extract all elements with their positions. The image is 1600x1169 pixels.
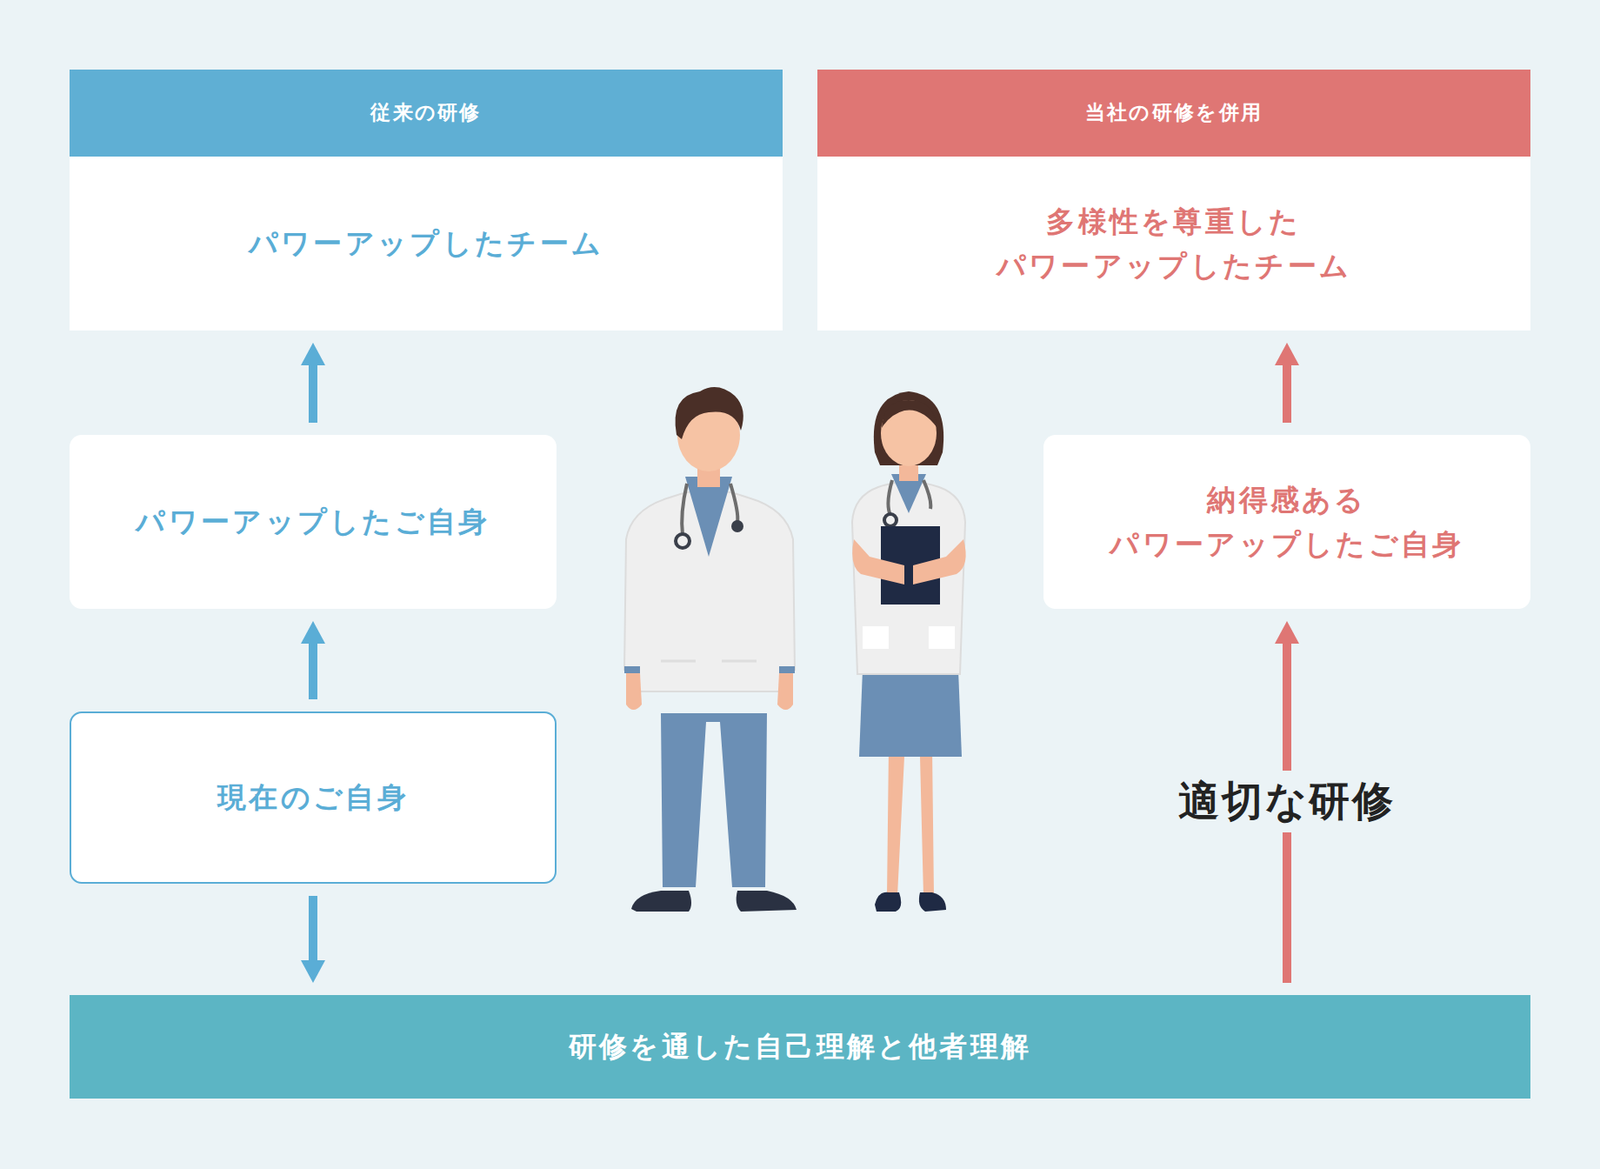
male-doctor	[624, 386, 797, 912]
box-text: 現在のご自身	[217, 774, 409, 820]
comparison-panel: 従来の研修パワーアップしたチーム	[69, 69, 783, 331]
flow-arrow	[308, 643, 318, 700]
stage-box: 納得感ある パワーアップしたご自身	[1043, 434, 1531, 609]
panel-body-text: 多様性を尊重した パワーアップしたチーム	[817, 156, 1531, 331]
free-label: 適切な研修	[1169, 770, 1405, 833]
stage-box: パワーアップしたご自身	[69, 434, 557, 609]
panel-heading: 当社の研修を併用	[817, 69, 1531, 157]
comparison-panel: 当社の研修を併用多様性を尊重した パワーアップしたチーム	[817, 69, 1531, 331]
panel-heading: 従来の研修	[69, 69, 783, 157]
flow-arrow	[308, 895, 318, 960]
flow-arrow	[1282, 365, 1292, 423]
box-text: 研修を通した自己理解と他者理解	[568, 1025, 1032, 1069]
panel-body-text: パワーアップしたチーム	[69, 156, 783, 331]
foundation-band: 研修を通した自己理解と他者理解	[69, 994, 1531, 1099]
female-doctor	[852, 391, 967, 912]
box-text: パワーアップしたご自身	[135, 499, 490, 544]
current-self-box: 現在のご自身	[69, 711, 557, 884]
flow-arrow	[308, 365, 318, 423]
box-text: 納得感ある パワーアップしたご自身	[1082, 477, 1492, 567]
